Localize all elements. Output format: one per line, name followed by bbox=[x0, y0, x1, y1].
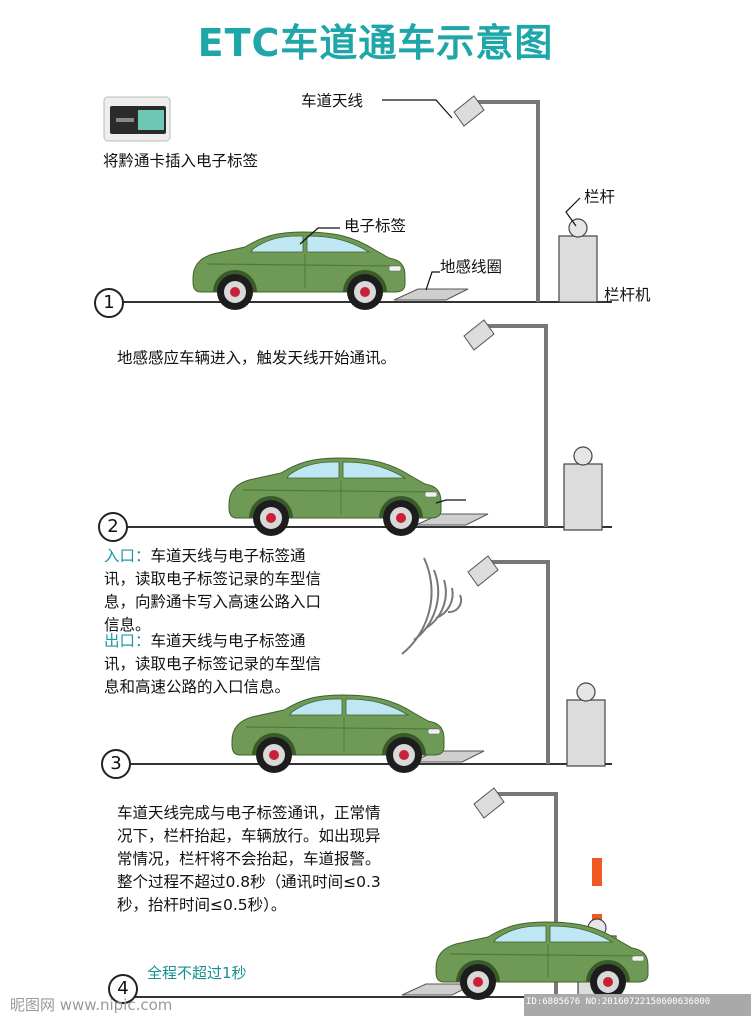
signal-waves bbox=[401, 557, 463, 655]
tag-label: 电子标签 bbox=[344, 217, 407, 235]
step-number: 2 bbox=[98, 512, 128, 542]
step-4-line: 况下，栏杆抬起，车辆放行。如出现异 bbox=[117, 827, 381, 845]
step-number: 3 bbox=[101, 749, 131, 779]
watermark-bar bbox=[524, 994, 751, 1016]
antenna-label: 车道天线 bbox=[301, 92, 364, 110]
step-4-line: 常情况，栏杆将不会抬起，车道报警。 bbox=[117, 850, 381, 868]
step-4-line: 车道天线完成与电子标签通讯，正常情 bbox=[117, 804, 381, 822]
step-3-entry-text: 入口：车道天线与电子标签通 讯，读取电子标签记录的车型信 息，向黔通卡写入高速公… bbox=[104, 545, 321, 637]
step-4-scene bbox=[132, 787, 649, 1003]
exit-label: 出口： bbox=[104, 632, 151, 650]
watermark-left: 昵图网 www.nipic.com bbox=[10, 996, 173, 1014]
card-insert-label: 将黔通卡插入电子标签 bbox=[103, 152, 259, 170]
exit-line: 息和高速公路的入口信息。 bbox=[104, 678, 291, 696]
exit-line: 车道天线与电子标签通 bbox=[150, 632, 306, 650]
card-icon bbox=[103, 96, 171, 142]
step-2-text: 地感感应车辆进入，触发天线开始通讯。 bbox=[117, 349, 397, 367]
step-4-text: 车道天线完成与电子标签通讯，正常情 况下，栏杆抬起，车辆放行。如出现异 常情况，… bbox=[117, 802, 381, 917]
entry-line: 信息。 bbox=[104, 616, 151, 634]
diagram-title: ETC车道通车示意图 bbox=[197, 21, 554, 65]
entry-label: 入口： bbox=[104, 547, 151, 565]
loop-label: 地感线圈 bbox=[440, 258, 503, 276]
step-2-scene bbox=[125, 319, 612, 537]
entry-line: 车道天线与电子标签通 bbox=[150, 547, 306, 565]
step-3-scene bbox=[126, 555, 612, 774]
barrier-machine-label: 栏杆机 bbox=[604, 286, 651, 304]
step-4-line: 整个过程不超过0.8秒（通讯时间≤0.3 bbox=[117, 873, 381, 891]
barrier-arm-label: 栏杆 bbox=[584, 188, 616, 206]
step-1-scene bbox=[103, 95, 612, 311]
entry-line: 息，向黔通卡写入高速公路入口 bbox=[104, 593, 322, 611]
step-4-line: 秒，抬杆时间≤0.5秒）。 bbox=[117, 896, 287, 914]
watermark-right: ID:6805676 NO:20160722150600636000 bbox=[526, 997, 711, 1007]
step-3-exit-text: 出口：车道天线与电子标签通 讯，读取电子标签记录的车型信 息和高速公路的入口信息… bbox=[104, 630, 321, 699]
exit-line: 讯，读取电子标签记录的车型信 bbox=[104, 655, 322, 673]
step-number: 4 bbox=[108, 974, 138, 1004]
total-time-note: 全程不超过1秒 bbox=[147, 964, 247, 982]
entry-line: 讯，读取电子标签记录的车型信 bbox=[104, 570, 322, 588]
step-number: 1 bbox=[94, 288, 124, 318]
